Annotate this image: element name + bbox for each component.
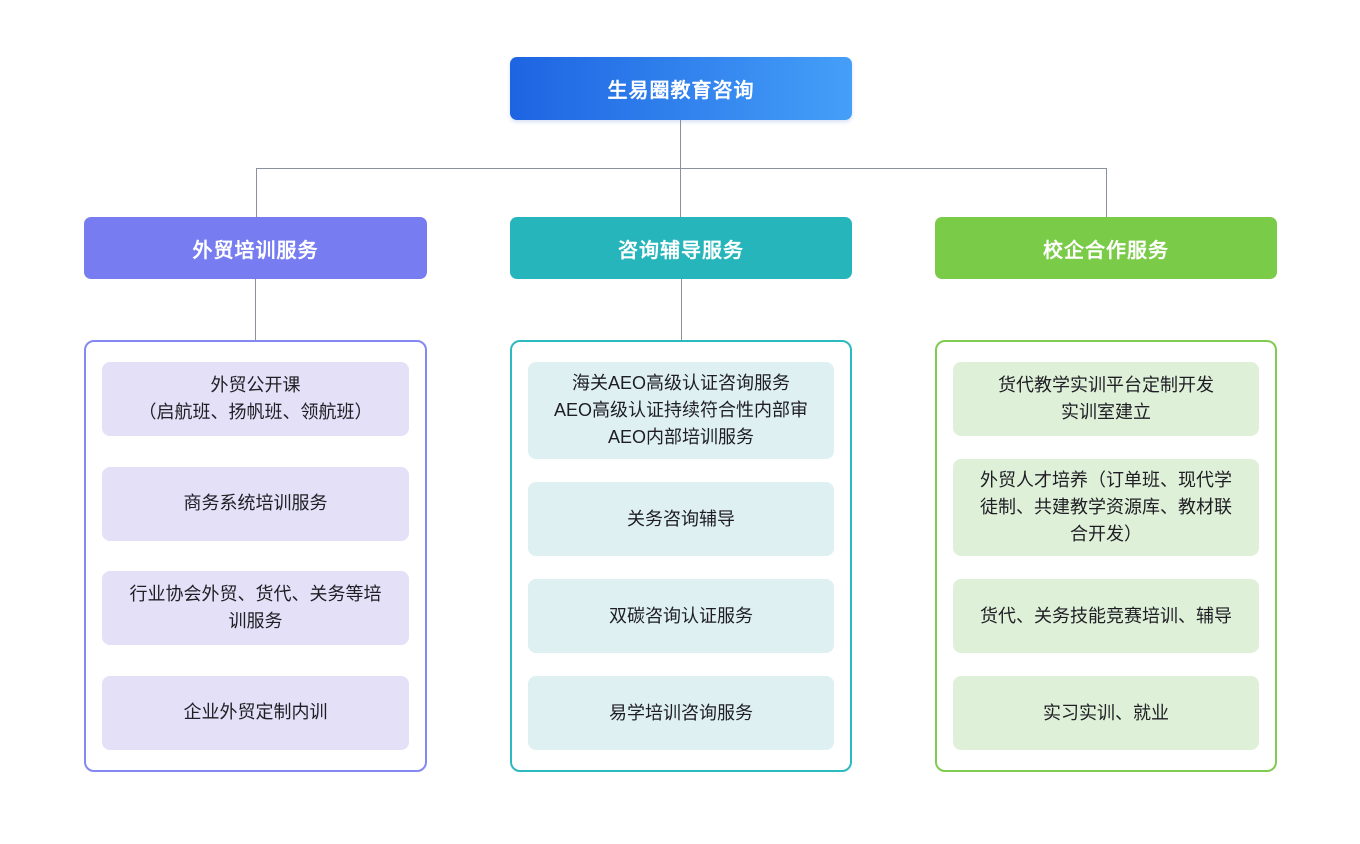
connector-branch-stub-middle — [680, 279, 682, 340]
leaf-node-business-system-training: 商务系统培训服务 — [102, 466, 409, 541]
connector-root-vertical — [680, 120, 681, 168]
branch-container-consulting-coaching: 海关AEO高级认证咨询服务 AEO高级认证持续符合性内部审 AEO内部培训服务 … — [510, 340, 852, 772]
branch-header-foreign-trade-training: 外贸培训服务 — [84, 217, 427, 279]
leaf-node-internship-employment: 实习实训、就业 — [953, 676, 1259, 750]
connector-drop-right — [1106, 168, 1107, 217]
connector-horizontal — [256, 168, 1107, 169]
leaf-node-training-platform: 货代教学实训平台定制开发 实训室建立 — [953, 362, 1259, 436]
branch-header-label: 校企合作服务 — [1043, 239, 1169, 262]
leaf-node-dual-carbon: 双碳咨询认证服务 — [528, 579, 834, 653]
branch-foreign-trade-training: 外贸培训服务 外贸公开课 （启航班、扬帆班、领航班） 商务系统培训服务 行业协会… — [84, 217, 427, 772]
root-node: 生易圈教育咨询 — [510, 57, 852, 120]
branch-header-label: 咨询辅导服务 — [618, 239, 744, 262]
leaf-node-talent-cultivation: 外贸人才培养（订单班、现代学徒制、共建教学资源库、教材联合开发） — [953, 459, 1259, 556]
branch-container-school-enterprise: 货代教学实训平台定制开发 实训室建立 外贸人才培养（订单班、现代学徒制、共建教学… — [935, 340, 1277, 772]
connector-drop-left — [256, 168, 257, 217]
branch-header-school-enterprise: 校企合作服务 — [935, 217, 1277, 279]
branch-header-label: 外贸培训服务 — [192, 239, 319, 262]
leaf-node-association-training: 行业协会外贸、货代、关务等培训服务 — [102, 571, 409, 646]
branch-container-foreign-trade-training: 外贸公开课 （启航班、扬帆班、领航班） 商务系统培训服务 行业协会外贸、货代、关… — [84, 340, 427, 772]
leaf-node-public-course: 外贸公开课 （启航班、扬帆班、领航班） — [102, 362, 409, 436]
branch-header-consulting-coaching: 咨询辅导服务 — [510, 217, 852, 279]
leaf-node-yixue-training: 易学培训咨询服务 — [528, 676, 834, 750]
leaf-node-skill-competition: 货代、关务技能竞赛培训、辅导 — [953, 579, 1259, 653]
branch-school-enterprise: 校企合作服务 货代教学实训平台定制开发 实训室建立 外贸人才培养（订单班、现代学… — [935, 217, 1277, 772]
connector-drop-middle — [680, 168, 681, 217]
leaf-node-customs-consulting: 关务咨询辅导 — [528, 482, 834, 556]
connector-branch-stub-left — [255, 279, 256, 340]
connector-branch-stub-right-hidden — [1106, 279, 1107, 340]
leaf-node-custom-internal-training: 企业外贸定制内训 — [102, 675, 409, 750]
leaf-node-aeo-certification: 海关AEO高级认证咨询服务 AEO高级认证持续符合性内部审 AEO内部培训服务 — [528, 362, 834, 459]
branch-consulting-coaching: 咨询辅导服务 海关AEO高级认证咨询服务 AEO高级认证持续符合性内部审 AEO… — [510, 217, 852, 772]
root-node-label: 生易圈教育咨询 — [607, 80, 755, 102]
